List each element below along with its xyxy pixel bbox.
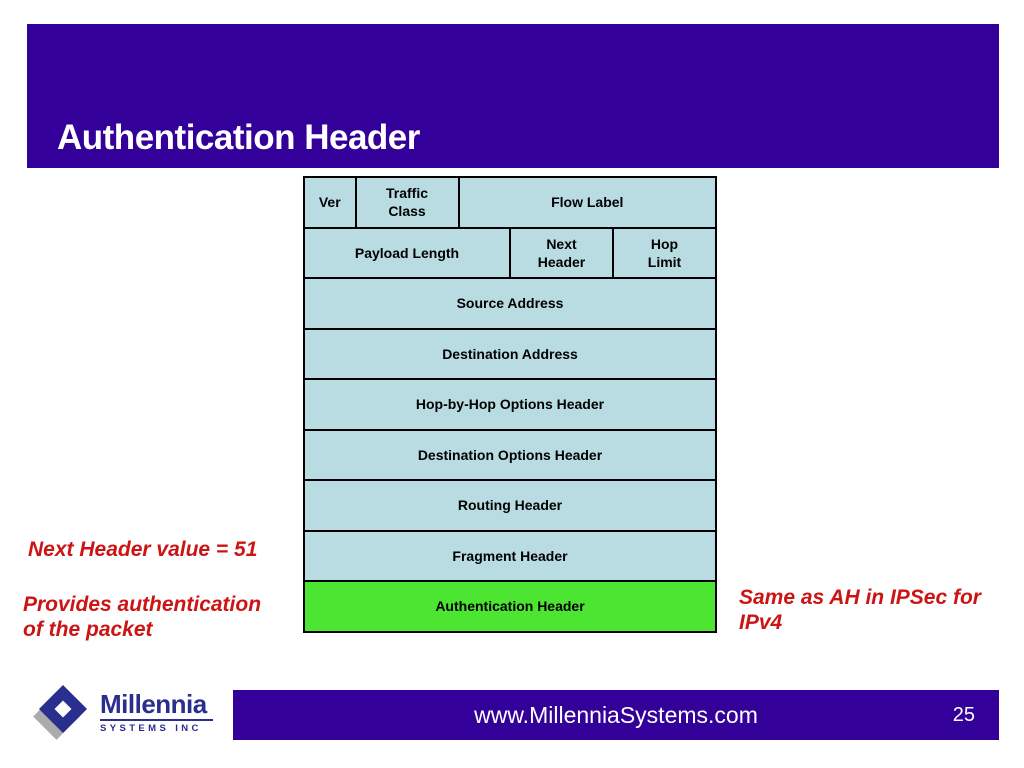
- diagram-row-9: Authentication Header: [303, 580, 717, 633]
- logo-rule: [100, 719, 213, 721]
- diagram-cell-flow-label: Flow Label: [457, 176, 717, 229]
- footer-url: www.MillenniaSystems.com: [474, 702, 758, 728]
- footer-bar: www.MillenniaSystems.com 25: [233, 690, 999, 740]
- logo-text-block: Millennia SYSTEMS INC: [100, 691, 230, 734]
- page-title: Authentication Header: [57, 118, 420, 157]
- logo-subtext: SYSTEMS INC: [100, 723, 202, 734]
- diagram-cell-payload-length: Payload Length: [303, 226, 511, 279]
- annotation-provides-authentication: Provides authentication of the packet: [23, 593, 262, 641]
- logo-name: Millennia: [100, 689, 207, 719]
- diagram-cell-authentication-header: Authentication Header: [303, 580, 717, 633]
- diagram-cell-destination-options-header: Destination Options Header: [303, 428, 717, 481]
- diagram-row-1: Ver Traffic Class Flow Label: [303, 176, 717, 229]
- logo-diamond-icon: [33, 684, 94, 746]
- diagram-cell-hop-limit: Hop Limit: [612, 226, 717, 279]
- annotation-same-as-ah: Same as AH in IPSec for IPv4: [739, 586, 981, 634]
- diagram-cell-fragment-header: Fragment Header: [303, 529, 717, 582]
- diagram-row-5: Hop-by-Hop Options Header: [303, 378, 717, 431]
- diagram-cell-routing-header: Routing Header: [303, 479, 717, 532]
- diagram-cell-traffic-class: Traffic Class: [354, 176, 460, 229]
- diagram-cell-source-address: Source Address: [303, 277, 717, 330]
- diagram-row-2: Payload Length Next Header Hop Limit: [303, 226, 717, 279]
- diagram-cell-destination-address: Destination Address: [303, 327, 717, 380]
- title-band: Authentication Header: [27, 24, 999, 168]
- diagram-row-8: Fragment Header: [303, 529, 717, 582]
- diagram-cell-hop-by-hop-options-header: Hop-by-Hop Options Header: [303, 378, 717, 431]
- diagram-cell-next-header: Next Header: [509, 226, 614, 279]
- ipv6-header-diagram: Ver Traffic Class Flow Label Payload Len…: [303, 176, 717, 633]
- diagram-cell-ver: Ver: [303, 176, 357, 229]
- diagram-row-6: Destination Options Header: [303, 428, 717, 481]
- page-number: 25: [952, 704, 975, 726]
- diagram-row-4: Destination Address: [303, 327, 717, 380]
- millennia-logo: Millennia SYSTEMS INC: [33, 684, 231, 750]
- annotation-next-header-value: Next Header value = 51: [28, 538, 258, 561]
- diagram-row-7: Routing Header: [303, 479, 717, 532]
- diagram-row-3: Source Address: [303, 277, 717, 330]
